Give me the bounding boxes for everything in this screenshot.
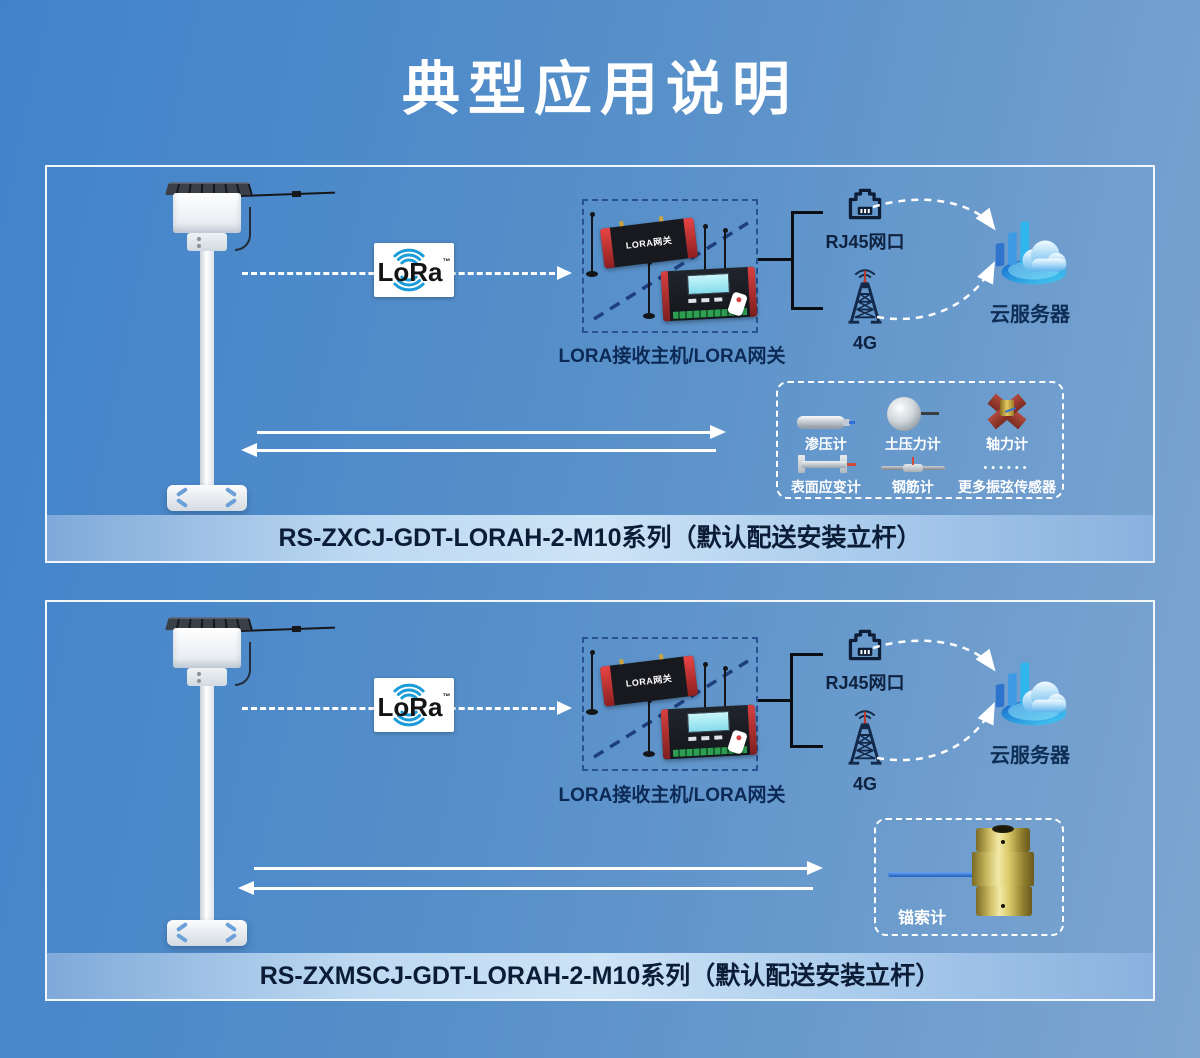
- device-buttons: [688, 735, 723, 742]
- rj45-port-icon: [848, 188, 882, 220]
- sensor-head: [173, 193, 241, 233]
- data-flow-arrow-right: [254, 861, 823, 875]
- surface-strain-gauge-icon: [796, 454, 856, 474]
- series-caption: RS-ZXMSCJ-GDT-LORAH-2-M10系列（默认配送安装立杆）: [47, 953, 1153, 999]
- sensor-item: •••••• 更多振弦传感器: [958, 462, 1056, 496]
- gateway-caption: LORA接收主机/LORA网关: [558, 346, 786, 367]
- antenna-icon: [238, 626, 335, 632]
- whip-antenna-icon: [643, 260, 655, 319]
- connector-line: [758, 258, 792, 261]
- antenna-icon: [238, 191, 335, 197]
- pole-mast: [200, 686, 214, 922]
- pole-collar: [187, 233, 227, 251]
- lora-logo: LoRa™: [374, 678, 454, 732]
- sensor-item: 土压力计: [868, 391, 958, 454]
- series-caption: RS-ZXCJ-GDT-LORAH-2-M10系列（默认配送安装立杆）: [47, 515, 1153, 561]
- connector-line: [790, 745, 823, 748]
- data-flow-arrow-left: [241, 443, 716, 457]
- cellular-node: 4G: [823, 704, 907, 795]
- rj45-node: RJ45网口: [823, 186, 907, 254]
- pole-mounted-sensor: [139, 614, 335, 954]
- lora-logo-text: LoRa™: [377, 692, 451, 722]
- lora-logo-text: LoRa™: [377, 257, 451, 287]
- sensor-item: 钢筋计: [868, 454, 958, 497]
- application-panel-2: LoRa™ LORA网关 LORA接收主机/LORA网关: [45, 600, 1155, 1001]
- connector-line: [758, 699, 791, 702]
- device-buttons: [688, 297, 723, 304]
- pole-collar: [187, 668, 227, 686]
- page-title: 典型应用说明: [401, 57, 798, 122]
- axial-force-meter-icon: [984, 391, 1030, 431]
- lora-waves-icon: [393, 248, 425, 292]
- lora-waves-icon: [393, 683, 425, 727]
- application-panel-1: LoRa™ LORA网关 LORA接收主机/LORA网关: [45, 165, 1155, 563]
- sensor-item: 轴力计: [958, 391, 1056, 454]
- sensor-item: 表面应变计: [784, 454, 868, 497]
- more-sensors-dots: ••••••: [983, 462, 1031, 474]
- cellular-label: 4G: [852, 774, 877, 794]
- connector-line: [791, 211, 823, 214]
- earth-pressure-gauge-icon: [885, 397, 941, 431]
- sensor-cable: [235, 207, 251, 251]
- 4g-tower-icon: [848, 269, 882, 324]
- sensor-item: 渗压计: [784, 391, 868, 454]
- cellular-node: 4G: [823, 263, 907, 354]
- sensor-list-box: 渗压计 土压力计 轴力计 表面应变计 钢筋计 •••••• 更多振弦传感器: [776, 381, 1064, 499]
- 4g-tower-icon: [848, 710, 882, 765]
- gateway-device-box: LORA网关: [582, 199, 758, 333]
- pole-mast: [200, 251, 214, 487]
- gateway-caption: LORA接收主机/LORA网关: [558, 785, 786, 806]
- rebar-meter-icon: [880, 457, 945, 474]
- sensor-head: [173, 628, 241, 668]
- gateway-device-box: LORA网关: [582, 637, 758, 771]
- whip-antenna-icon: [643, 698, 655, 757]
- piezometer-icon: [796, 415, 855, 431]
- cloud-server-icon: [995, 662, 1067, 726]
- whip-antenna-icon: [586, 212, 598, 277]
- cloud-label: 云服务器: [990, 304, 1070, 326]
- connector-line: [791, 211, 794, 310]
- sensor-cable: [235, 642, 251, 686]
- lcd-screen: [686, 272, 730, 296]
- anchor-gauge-label: 锚索计: [898, 910, 947, 927]
- rj45-label: RJ45网口: [825, 673, 905, 693]
- data-flow-arrow-left: [238, 881, 813, 895]
- sensor-cable: [888, 872, 980, 877]
- cloud-server-node: 云服务器: [975, 211, 1085, 327]
- lcd-screen: [686, 710, 730, 734]
- pole-mounted-sensor: [139, 179, 335, 519]
- lora-logo: LoRa™: [374, 243, 454, 297]
- cloud-label: 云服务器: [990, 745, 1070, 767]
- connector-line: [790, 653, 793, 748]
- cloud-server-node: 云服务器: [975, 652, 1085, 768]
- rj45-node: RJ45网口: [823, 627, 907, 695]
- cloud-server-icon: [995, 221, 1067, 285]
- connector-line: [791, 307, 823, 310]
- whip-antenna-icon: [586, 650, 598, 715]
- cellular-label: 4G: [852, 333, 877, 353]
- pole-base-plate: [167, 485, 247, 511]
- connector-line: [790, 653, 823, 656]
- data-flow-arrow-right: [257, 425, 726, 439]
- rj45-label: RJ45网口: [825, 232, 905, 252]
- pole-base-plate: [167, 920, 247, 946]
- rj45-port-icon: [848, 629, 882, 661]
- anchor-sensor-box: 锚索计: [874, 818, 1064, 936]
